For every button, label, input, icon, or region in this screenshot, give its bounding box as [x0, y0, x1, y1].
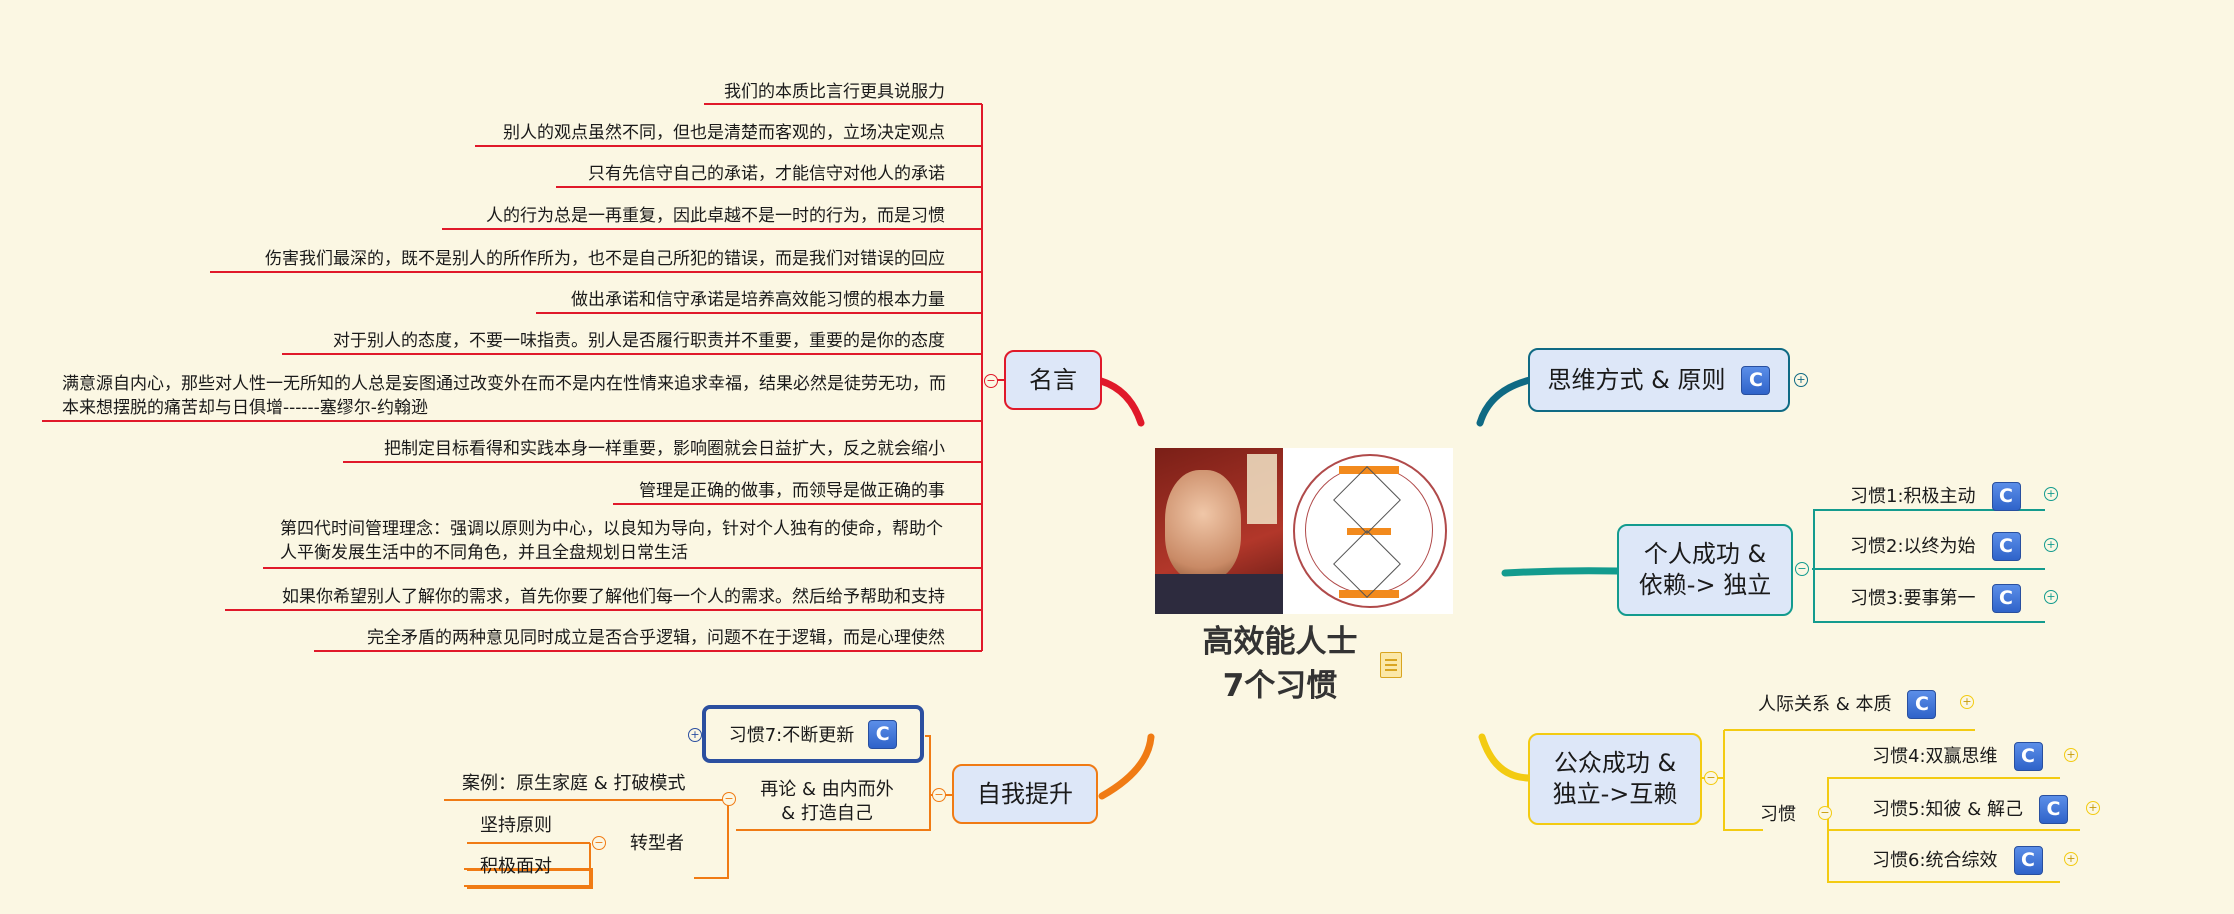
habit7-node[interactable]: 习惯7:不断更新 C	[702, 705, 924, 763]
quote-item: 别人的观点虽然不同，但也是清楚而客观的，立场决定观点	[503, 123, 945, 143]
collapse-toggle[interactable]: −	[722, 792, 736, 806]
expand-toggle[interactable]: +	[2086, 801, 2100, 815]
habit-label: 习惯5:知彼 & 解己	[1872, 798, 2023, 820]
habit-label: 习惯6:统合综效	[1872, 849, 1998, 871]
c-badge-icon: C	[2039, 795, 2068, 824]
branch-public-line1: 公众成功 &	[1553, 749, 1677, 777]
branch-self-label: 自我提升	[977, 779, 1073, 808]
c-badge-icon: C	[868, 719, 898, 749]
quote-item: 完全矛盾的两种意见同时成立是否合乎逻辑，问题不在于逻辑，而是心理使然	[367, 628, 945, 648]
habit-label: 习惯4:双赢思维	[1872, 745, 1998, 767]
habits-diagram	[1293, 454, 1447, 608]
c-badge-icon: C	[2013, 846, 2043, 875]
c-badge-icon: C	[1991, 482, 2021, 511]
branch-personal-line1: 个人成功 &	[1643, 540, 1767, 568]
quote-item: 对于别人的态度，不要一味指责。别人是否履行职责并不重要，重要的是你的态度	[333, 331, 945, 351]
collapse-toggle[interactable]: −	[984, 374, 998, 388]
collapse-toggle[interactable]: −	[1818, 806, 1832, 820]
central-title-line2: 7个习惯	[1222, 668, 1338, 704]
habit-label: 习惯3:要事第一	[1850, 587, 1976, 609]
expand-toggle[interactable]: +	[1794, 373, 1808, 387]
habit-node[interactable]: 习惯2:以终为始 C	[1850, 532, 2021, 561]
case-node[interactable]: 案例：原生家庭 & 打破模式	[462, 773, 686, 794]
book-title-stripe	[1247, 454, 1277, 524]
quote-item: 把制定目标看得和实践本身一样重要，影响圈就会日益扩大，反之就会缩小	[384, 439, 945, 459]
face-node[interactable]: 积极面对	[480, 856, 552, 877]
habit-node[interactable]: 习惯1:积极主动 C	[1850, 482, 2021, 511]
habits-diagram-bar-bottom	[1339, 590, 1399, 598]
sub-node-rethink-line2: & 打造自己	[781, 803, 873, 824]
branch-thinking-label: 思维方式 & 原则	[1547, 365, 1726, 394]
branch-self-improvement[interactable]: 自我提升	[952, 764, 1098, 824]
habit-label: 习惯1:积极主动	[1850, 485, 1976, 507]
note-icon-line	[1385, 659, 1397, 661]
habit-label: 习惯2:以终为始	[1850, 535, 1976, 557]
central-title-line1: 高效能人士	[1202, 624, 1358, 660]
quote-item: 人的行为总是一再重复，因此卓越不是一时的行为，而是习惯	[486, 206, 945, 226]
branch-public-line2: 独立->互赖	[1552, 780, 1678, 808]
sub-node-rethink-line1: 再论 & 由内而外	[760, 779, 894, 800]
relation-node[interactable]: 人际关系 & 本质 C	[1758, 690, 1937, 719]
collapse-toggle[interactable]: −	[1795, 562, 1809, 576]
collapse-toggle[interactable]: −	[592, 836, 606, 850]
central-image	[1155, 448, 1453, 614]
expand-toggle[interactable]: +	[2044, 590, 2058, 604]
author-suit	[1155, 574, 1283, 614]
habit-node[interactable]: 习惯4:双赢思维 C	[1872, 742, 2043, 771]
relation-label: 人际关系 & 本质	[1758, 693, 1892, 715]
habit7-label: 习惯7:不断更新	[728, 725, 855, 746]
expand-toggle[interactable]: +	[2064, 852, 2078, 866]
branch-personal-line2: 依赖-> 独立	[1638, 571, 1772, 599]
book-cover	[1155, 448, 1283, 614]
note-icon-line	[1385, 664, 1397, 666]
habits-diagram-bar-mid	[1347, 528, 1391, 535]
quote-item: 我们的本质比言行更具说服力	[724, 82, 945, 102]
habits-diagram-bar-top	[1339, 466, 1399, 474]
quote-item: 伤害我们最深的，既不是别人的所作所为，也不是自己所犯的错误，而是我们对错误的回应	[265, 249, 945, 269]
expand-toggle[interactable]: +	[2064, 748, 2078, 762]
expand-toggle[interactable]: +	[1960, 695, 1974, 709]
branch-thinking[interactable]: 思维方式 & 原则 C	[1528, 348, 1790, 412]
quote-item: 做出承诺和信守承诺是培养高效能习惯的根本力量	[571, 290, 945, 310]
author-face	[1165, 470, 1241, 580]
c-badge-icon: C	[1991, 584, 2021, 613]
principle-node[interactable]: 坚持原则	[480, 815, 552, 836]
expand-toggle[interactable]: +	[2044, 538, 2058, 552]
quote-item: 第四代时间管理理念：强调以原则为中心，以良知为导向，针对个人独有的使命，帮助个人…	[280, 519, 943, 563]
habit-node[interactable]: 习惯5:知彼 & 解己 C	[1872, 795, 2068, 824]
habit-node[interactable]: 习惯6:统合综效 C	[1872, 846, 2043, 875]
collapse-toggle[interactable]: −	[1704, 771, 1718, 785]
c-badge-icon: C	[1741, 365, 1771, 395]
branch-public-success[interactable]: 公众成功 & 独立->互赖	[1528, 733, 1702, 825]
habit-node[interactable]: 习惯3:要事第一 C	[1850, 584, 2021, 613]
quote-item: 如果你希望别人了解你的需求，首先你要了解他们每一个人的需求。然后给予帮助和支持	[282, 587, 945, 607]
branch-personal-success[interactable]: 个人成功 & 依赖-> 独立	[1617, 524, 1793, 616]
habits-group-node[interactable]: 习惯	[1760, 804, 1796, 825]
quote-item: 满意源自内心，那些对人性一无所知的人总是妄图通过改变外在而不是内在性情来追求幸福…	[62, 374, 946, 418]
transformer-node[interactable]: 转型者	[630, 833, 684, 854]
quote-item: 只有先信守自己的承诺，才能信守对他人的承诺	[588, 164, 945, 184]
c-badge-icon: C	[1907, 690, 1937, 719]
note-icon[interactable]	[1380, 652, 1402, 678]
branch-quotes-label: 名言	[1029, 365, 1077, 394]
c-badge-icon: C	[1991, 532, 2021, 561]
note-icon-line	[1385, 669, 1397, 671]
collapse-toggle[interactable]: −	[932, 788, 946, 802]
expand-toggle[interactable]: +	[688, 728, 702, 742]
branch-quotes[interactable]: 名言	[1004, 350, 1102, 410]
expand-toggle[interactable]: +	[2044, 487, 2058, 501]
central-topic[interactable]: 高效能人士 7个习惯	[1155, 620, 1405, 708]
c-badge-icon: C	[2013, 742, 2043, 771]
quote-item: 管理是正确的做事，而领导是做正确的事	[639, 481, 945, 501]
sub-node-rethink[interactable]: 再论 & 由内而外 & 打造自己	[742, 778, 912, 826]
